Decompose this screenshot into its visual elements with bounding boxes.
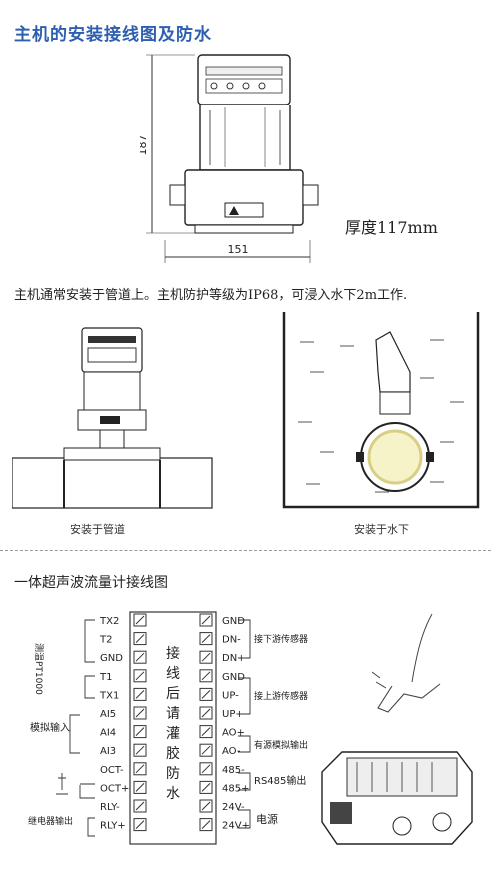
right-terminal-slot bbox=[201, 764, 211, 774]
left-terminal-label: GND bbox=[100, 653, 123, 664]
current-out-group-label: 有源模拟输出 bbox=[254, 739, 308, 751]
right-terminal-label: 485- bbox=[222, 765, 245, 776]
analog-in-group-label: 模拟输入 bbox=[30, 721, 70, 734]
rs485-group-label: RS485输出 bbox=[254, 774, 306, 787]
left-terminal-label: RLY- bbox=[100, 802, 120, 813]
right-terminal-label: 24V+ bbox=[222, 821, 250, 832]
left-terminal-label: AI4 bbox=[100, 728, 116, 739]
left-terminal-label: TX2 bbox=[99, 616, 119, 627]
center-label-char: 胶 bbox=[166, 745, 180, 762]
right-terminal-slot bbox=[201, 727, 211, 736]
right-terminal-slot bbox=[201, 690, 211, 699]
intro-text: 主机通常安装于管道上。主机防护等级为IP68，可浸入水下2m工作. bbox=[14, 288, 408, 303]
width-dimension: 151 bbox=[228, 243, 249, 256]
left-terminal-slot bbox=[135, 652, 145, 662]
left-terminal-slot bbox=[135, 764, 145, 774]
right-terminal-slot bbox=[201, 615, 211, 625]
center-label-char: 线 bbox=[166, 666, 180, 682]
page-title: 主机的安装接线图及防水 bbox=[14, 25, 212, 45]
left-terminal-slot bbox=[135, 727, 145, 736]
right-terminal-label: UP- bbox=[222, 690, 239, 701]
left-terminal-label: T2 bbox=[99, 635, 112, 646]
right-terminal-slot bbox=[201, 820, 211, 829]
power-group-label: 电源 bbox=[256, 812, 278, 826]
up-sensor-group-label: 接上游传感器 bbox=[254, 690, 308, 702]
right-terminal-slot bbox=[201, 708, 211, 718]
right-terminal-slot bbox=[201, 783, 211, 792]
left-terminal-slot bbox=[135, 615, 145, 625]
center-label-char: 请 bbox=[166, 706, 180, 722]
left-terminal-label: TX1 bbox=[99, 690, 119, 701]
center-label-char: 防 bbox=[166, 766, 180, 782]
right-terminal-slot bbox=[201, 652, 211, 662]
right-terminal-label: GND bbox=[222, 672, 245, 683]
left-terminal-label: OCT- bbox=[100, 765, 124, 776]
device-dimension-drawing: 187 151 bbox=[140, 54, 319, 263]
left-terminal-slot bbox=[135, 745, 145, 755]
center-label-char: 灌 bbox=[166, 726, 180, 742]
right-terminal-slot bbox=[201, 801, 211, 811]
right-terminal-label: UP+ bbox=[222, 709, 244, 720]
right-terminal-label: DN+ bbox=[222, 653, 246, 664]
pipe-install-caption: 安装于管道 bbox=[70, 523, 125, 536]
left-terminal-slot bbox=[135, 801, 145, 811]
left-terminal-slot bbox=[135, 671, 145, 681]
thickness-label: 厚度117mm bbox=[345, 218, 438, 237]
left-terminal-label: T1 bbox=[99, 672, 112, 683]
left-terminal-label: OCT+ bbox=[100, 783, 129, 794]
left-terminal-label: RLY+ bbox=[100, 821, 126, 832]
water-install-caption: 安装于水下 bbox=[354, 523, 409, 536]
pipe-install-drawing bbox=[12, 327, 213, 509]
center-label-char: 水 bbox=[166, 786, 180, 802]
underwater-drawing bbox=[282, 312, 480, 509]
wiring-title: 一体超声波流量计接线图 bbox=[14, 575, 168, 591]
right-terminal-label: 24V- bbox=[222, 802, 245, 813]
right-terminal-label: AO- bbox=[222, 746, 241, 757]
left-terminal-slot bbox=[135, 820, 145, 829]
center-label-char: 后 bbox=[166, 686, 180, 702]
section-divider bbox=[0, 550, 491, 551]
right-terminal-slot bbox=[201, 671, 211, 681]
right-terminal-slot bbox=[201, 745, 211, 755]
down-sensor-group-label: 接下游传感器 bbox=[254, 633, 308, 645]
junction-box-drawing bbox=[321, 613, 473, 845]
relay-group-label: 继电器输出 bbox=[28, 815, 73, 827]
right-terminal-label: GND bbox=[222, 616, 245, 627]
height-dimension: 187 bbox=[140, 135, 149, 156]
pt1000-group-label: 测温PT1000 bbox=[33, 643, 44, 695]
left-terminal-label: AI5 bbox=[100, 709, 116, 720]
right-terminal-label: AO+ bbox=[222, 728, 245, 739]
left-terminal-slot bbox=[135, 708, 145, 718]
right-terminal-slot bbox=[201, 634, 211, 643]
left-terminal-slot bbox=[135, 634, 145, 643]
center-label-char: 接 bbox=[166, 645, 180, 662]
left-terminal-slot bbox=[135, 690, 145, 699]
left-terminal-label: AI3 bbox=[100, 746, 116, 757]
left-terminal-slot bbox=[135, 783, 145, 792]
right-terminal-label: DN- bbox=[222, 635, 241, 646]
right-terminal-label: 485+ bbox=[222, 783, 249, 794]
